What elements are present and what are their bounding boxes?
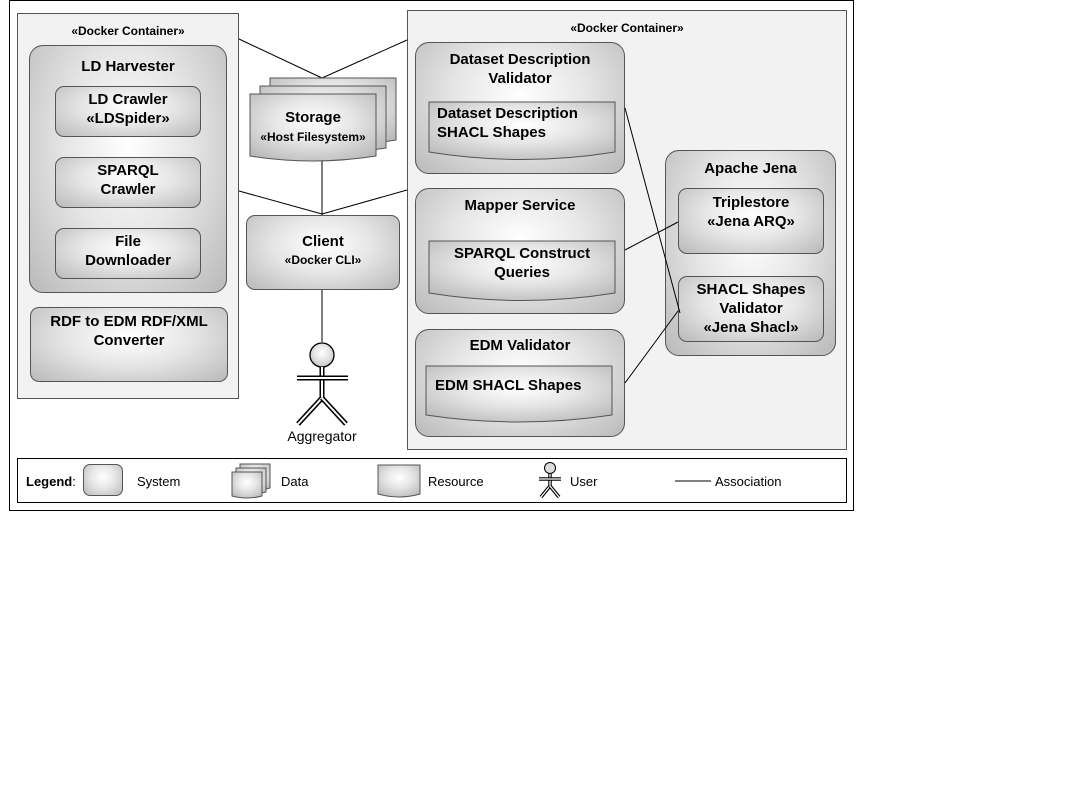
file-downloader-system: File Downloader	[55, 228, 201, 279]
edm-validator-title: EDM Validator	[469, 337, 571, 354]
user-icon	[539, 462, 561, 499]
client-subtitle: «Docker CLI»	[284, 253, 362, 267]
sparql-crawler-label: SPARQL Crawler	[97, 162, 159, 198]
converter-label: RDF to EDM RDF/XML Converter	[50, 313, 208, 349]
ld-crawler-label: LD Crawler «LDSpider»	[86, 91, 170, 127]
container-title: «Docker Container»	[570, 21, 684, 35]
mapper-service-title: Mapper Service	[464, 197, 576, 214]
storage-subtitle: «Host Filesystem»	[260, 130, 366, 144]
legend-system-label: System	[137, 474, 181, 489]
storage-title: Storage	[285, 109, 341, 126]
apache-jena-title: Apache Jena	[704, 160, 797, 177]
dataset-shapes-label: Dataset Description SHACL Shapes	[437, 105, 578, 141]
sparql-queries-label: SPARQL Construct Queries	[453, 245, 591, 281]
triplestore-label: Triplestore «Jena ARQ»	[707, 194, 795, 230]
sparql-crawler-system: SPARQL Crawler	[55, 157, 201, 208]
legend-user-label: User	[570, 474, 598, 489]
legend-title-text: Legend	[26, 474, 73, 489]
ld-crawler-system: LD Crawler «LDSpider»	[55, 86, 201, 137]
legend-colon: :	[72, 474, 76, 489]
legend-data-swatch	[231, 463, 271, 499]
ld-harvester-title: LD Harvester	[81, 58, 175, 75]
legend-data-label: Data	[281, 474, 309, 489]
legend-resource-label: Resource	[428, 474, 484, 489]
dataset-validator-title: Dataset Description Validator	[449, 51, 591, 87]
shacl-validator-system: SHACL Shapes Validator «Jena Shacl»	[678, 276, 824, 342]
client-title: Client	[302, 233, 344, 250]
file-downloader-label: File Downloader	[85, 233, 171, 269]
rdf-to-edm-converter-system: RDF to EDM RDF/XML Converter	[30, 307, 228, 382]
triplestore-system: Triplestore «Jena ARQ»	[678, 188, 824, 254]
edm-shapes-label: EDM SHACL Shapes	[435, 377, 582, 394]
legend-association-line	[675, 480, 711, 482]
legend-title: Legend:	[26, 474, 76, 489]
shacl-validator-label: SHACL Shapes Validator «Jena Shacl»	[696, 281, 806, 336]
legend: Legend: System Data	[17, 458, 847, 503]
legend-resource-swatch	[377, 464, 421, 498]
aggregator-label: Aggregator	[287, 428, 357, 444]
container-title: «Docker Container»	[71, 24, 185, 38]
legend-system-swatch	[83, 464, 123, 496]
client-system: Client «Docker CLI»	[246, 215, 400, 290]
legend-association-label: Association	[715, 474, 782, 489]
